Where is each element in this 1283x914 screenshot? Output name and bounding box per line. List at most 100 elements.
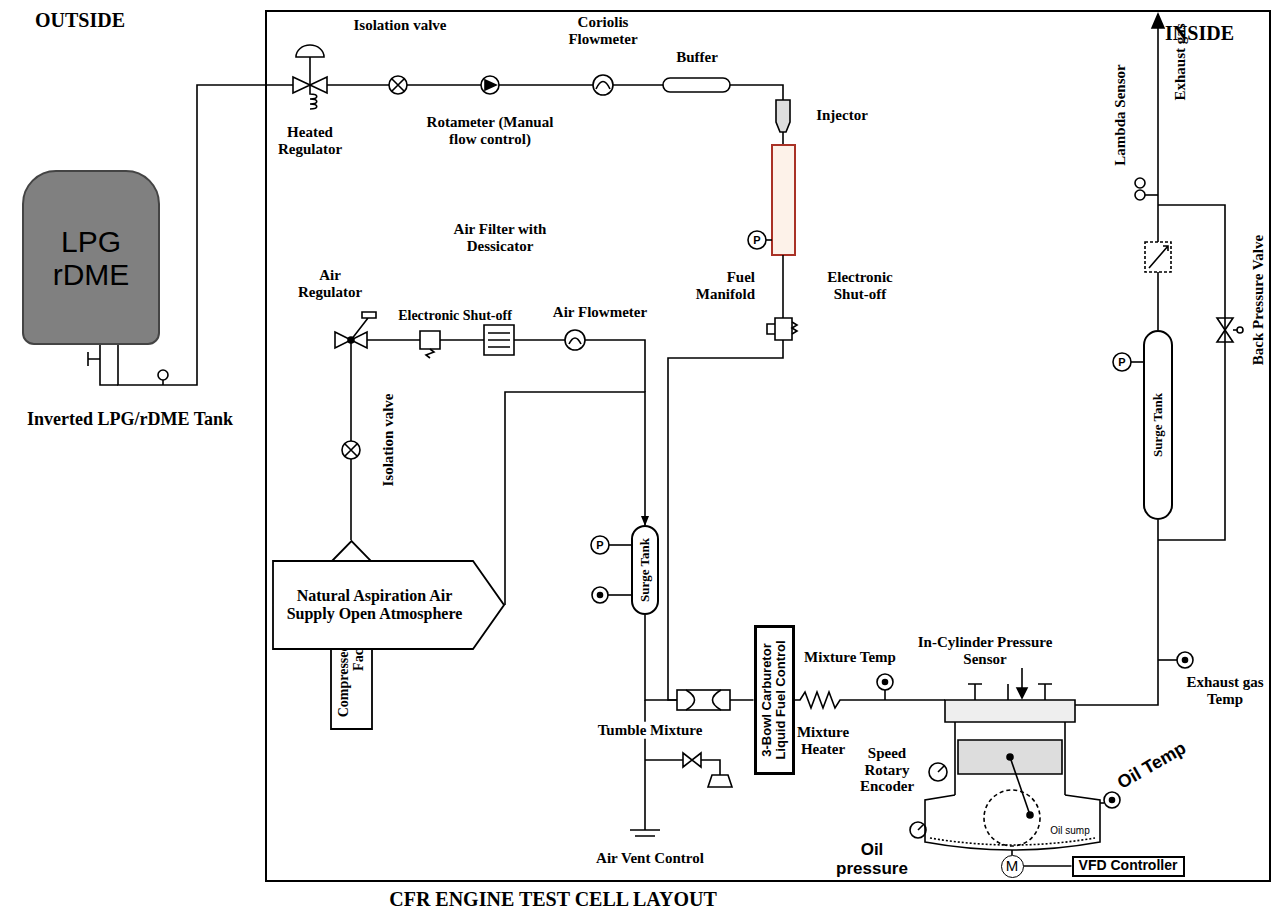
exhaust-line — [1145, 242, 1171, 272]
exhaust-line — [1135, 178, 1145, 188]
part-label: Mixture Temp — [804, 649, 896, 666]
part-label: Electronic Shut-off — [810, 269, 910, 302]
part-label: Rotameter (Manual flow control) — [423, 114, 558, 147]
heated-regulator-symbol — [293, 45, 327, 109]
exhaust-line — [1183, 658, 1188, 663]
air-vent-symbol — [683, 753, 701, 767]
carburetor-box: 3-Bowl Carburetor Liquid Fuel Control — [754, 625, 795, 775]
fuel-line — [775, 318, 792, 340]
part-label: OUTSIDE — [35, 9, 125, 31]
engine-illustration — [945, 700, 1075, 722]
fuel-line — [392, 79, 404, 91]
engine-illustration — [925, 795, 1100, 850]
exhaust-line — [1158, 659, 1177, 661]
air-line — [565, 330, 585, 350]
part-label: P — [1118, 356, 1125, 368]
engine-illustration — [1010, 757, 1030, 815]
mixture-heater-symbol — [791, 692, 945, 708]
part-label: Oil Temp — [1114, 739, 1189, 794]
fuel-line — [389, 76, 407, 94]
heated-regulator-symbol — [310, 85, 317, 109]
natural-aspiration-inlet: Natural Aspiration Air Supply Open Atmos… — [272, 560, 505, 650]
heated-regulator-symbol — [309, 57, 311, 85]
fuel-line — [481, 76, 499, 94]
engine-illustration — [938, 766, 944, 772]
air-line — [585, 340, 645, 392]
surge-tank: Surge Tank — [1143, 330, 1173, 520]
air-line — [440, 339, 484, 341]
heated-regulator-symbol — [296, 45, 324, 57]
part-label: Speed Rotary Encoder — [855, 745, 919, 795]
exhaust-line — [1157, 24, 1159, 242]
tumble-mixer-symbol — [677, 690, 730, 710]
air-line — [367, 339, 420, 341]
engine-illustration — [918, 825, 923, 830]
part-label: Back Pressure Valve — [1250, 235, 1267, 365]
air-line — [426, 349, 434, 358]
part-label: Lambda Sensor — [1112, 64, 1129, 165]
fuel-tank: LPG rDME — [22, 170, 160, 345]
air-line — [514, 339, 565, 341]
motor-circle: M — [1001, 855, 1024, 878]
exhaust-line — [1149, 246, 1168, 268]
air-line — [569, 338, 581, 344]
engine-illustration — [1110, 798, 1115, 803]
pipe-connector — [1024, 865, 1072, 867]
part-label: Isolation valve — [354, 17, 447, 34]
air-vent-symbol — [630, 700, 660, 836]
node-label: Surge Tank — [1151, 393, 1165, 457]
engine-illustration — [1027, 812, 1033, 818]
exhaust-line — [1131, 361, 1143, 363]
air-line — [484, 325, 514, 355]
node-label: Natural Aspiration Air Supply Open Atmos… — [282, 587, 467, 622]
engine-illustration — [1100, 802, 1104, 804]
engine-illustration — [910, 822, 926, 838]
part-label: P — [753, 234, 760, 246]
exhaust-line — [1075, 14, 1243, 705]
part-label: Mixture Heater — [788, 724, 858, 757]
surge-tank: Surge Tank — [631, 525, 659, 615]
air-vent-symbol — [701, 760, 720, 775]
tank-fittings — [100, 345, 118, 385]
part-label: Oil pressure — [832, 841, 912, 878]
fuel-line — [767, 324, 775, 334]
exhaust-line — [1113, 353, 1131, 371]
part-label: Air Filter with Dessicator — [443, 221, 558, 254]
fuel-line — [792, 322, 797, 334]
air-line — [420, 331, 440, 349]
fuel-line — [485, 80, 496, 90]
air-vent-symbol — [630, 700, 732, 836]
mixture-heater-symbol — [884, 690, 886, 700]
engine-illustration — [910, 668, 1120, 855]
exhaust-line — [1217, 318, 1233, 342]
outline-shape — [273, 561, 504, 649]
air-line — [342, 441, 360, 459]
diagram-caption: CFR ENGINE TEST CELL LAYOUT — [389, 888, 717, 910]
air-vent-symbol — [645, 759, 683, 761]
part-label: Tumble Mixture — [596, 722, 705, 739]
engine-illustration — [1104, 792, 1120, 808]
exhaust-line — [1152, 14, 1164, 28]
part-label: In-Cylinder Pressure Sensor — [910, 634, 1060, 667]
fuel-line — [766, 239, 772, 241]
exhaust-line — [1145, 194, 1158, 196]
air-line — [488, 333, 510, 347]
part-label: Injector — [816, 107, 868, 124]
fuel-line — [593, 75, 613, 95]
air-line — [351, 312, 376, 340]
exhaust-line — [1075, 520, 1158, 705]
pipe-connector — [645, 615, 754, 700]
exhaust-line — [1237, 327, 1243, 333]
engine-illustration — [984, 790, 1040, 846]
engine-illustration — [1021, 668, 1023, 690]
tumble-mixer-symbol — [677, 690, 730, 710]
engine-illustration — [968, 684, 1052, 700]
air-vent-symbol — [708, 775, 732, 787]
part-label: Air Vent Control — [596, 850, 704, 867]
part-label: P — [596, 539, 603, 551]
air-line — [335, 312, 645, 603]
air-line — [345, 444, 357, 456]
